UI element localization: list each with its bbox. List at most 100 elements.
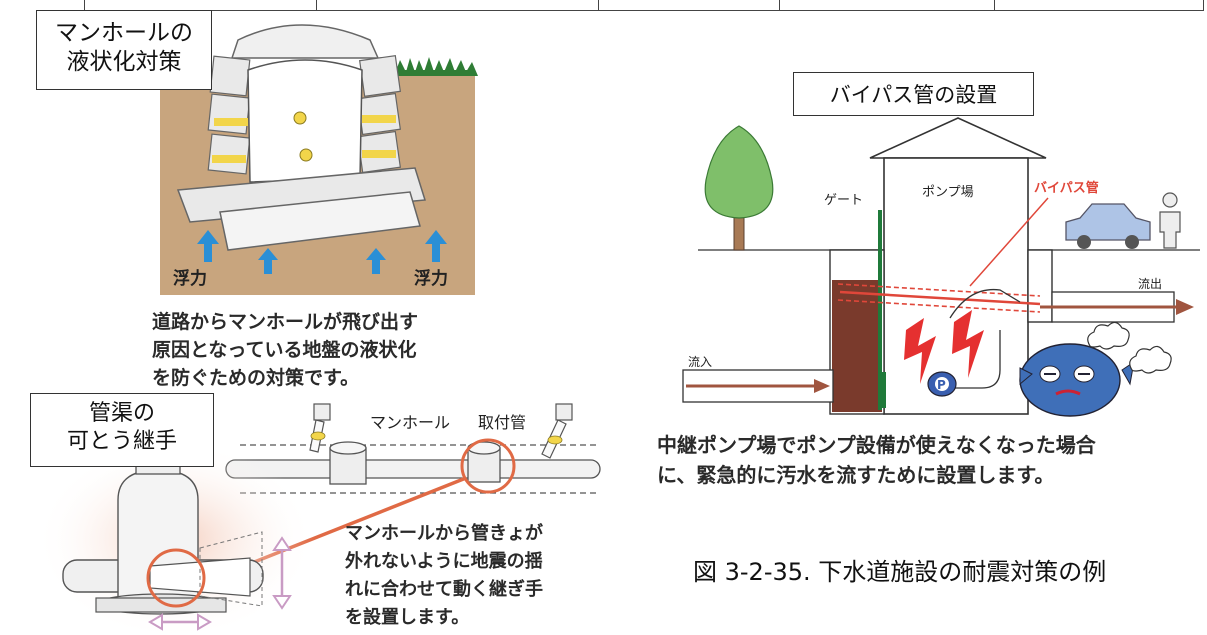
bypass-flow bbox=[839, 290, 1041, 306]
wall-block bbox=[358, 54, 402, 98]
lateral-pipe-right bbox=[541, 403, 573, 459]
yellow-joint bbox=[212, 155, 246, 163]
manhole-label-line2: 液状化対策 bbox=[66, 48, 182, 75]
manhole-desc-line: を防ぐための対策です。 bbox=[152, 367, 360, 389]
up-arrow-icon bbox=[425, 230, 447, 262]
grass-tufts bbox=[394, 57, 478, 76]
car-icon bbox=[1065, 203, 1151, 249]
tree-icon bbox=[704, 125, 774, 251]
arrow-left-icon bbox=[148, 613, 163, 631]
yellow-joint bbox=[362, 115, 396, 123]
manhole-base-slab bbox=[176, 167, 426, 223]
bypass-label-leader bbox=[969, 197, 1049, 287]
joint-label-line1: 管渠の bbox=[88, 401, 155, 426]
manhole-desc-line: 原因となっている地盤の液状化 bbox=[152, 339, 417, 361]
arrow-up-icon bbox=[272, 536, 292, 551]
table-tick bbox=[316, 0, 317, 10]
step-dot bbox=[293, 111, 307, 125]
inlet-box bbox=[555, 403, 573, 421]
manhole-desc-line: 道路からマンホールが飛び出す bbox=[152, 311, 419, 333]
outflow-arrowhead bbox=[1176, 299, 1194, 315]
table-tick bbox=[84, 0, 85, 10]
joint-description: マンホールから管きょが 外れないように地震の揺 れに合わせて動く継ぎ手 を設置し… bbox=[345, 520, 543, 632]
manhole-structure bbox=[176, 24, 426, 251]
outflow-box bbox=[1027, 249, 1053, 323]
gate-lower bbox=[882, 372, 886, 408]
joint-ring bbox=[547, 435, 563, 445]
pump-pipe bbox=[949, 288, 1021, 319]
yellow-joint bbox=[214, 118, 248, 126]
inlet-box bbox=[313, 403, 331, 421]
manhole-right-wall bbox=[357, 54, 402, 174]
main-pipe bbox=[225, 459, 601, 479]
bypass-desc-line: 中継ポンプ場でポンプ設備が使えなくなった場合 bbox=[657, 433, 1096, 457]
buoyancy-arrows bbox=[197, 230, 447, 274]
top-table-border bbox=[84, 0, 1204, 11]
manhole-section-label: マンホールの 液状化対策 bbox=[36, 10, 212, 90]
pump-letter: P bbox=[937, 378, 946, 392]
inflow-arrowhead bbox=[814, 379, 830, 393]
table-tick bbox=[1203, 0, 1204, 10]
arrow-down-icon bbox=[272, 595, 292, 610]
joint-illustration: マンホール 取付管 bbox=[35, 403, 601, 635]
pump-station-label: ポンプ場 bbox=[922, 185, 974, 200]
bypass-desc-line: に、緊急的に汚水を流すために設置します。 bbox=[657, 463, 1055, 487]
figure-caption: 図 3-2-35. 下水道施設の耐震対策の例 bbox=[693, 558, 1107, 586]
step-dot bbox=[299, 148, 313, 162]
manhole-bottom-slab bbox=[219, 191, 421, 251]
highlight-circle bbox=[460, 438, 516, 494]
vertical-motion-arrow bbox=[272, 536, 292, 610]
bypass-section-label: バイパス管の設置 bbox=[793, 72, 1034, 116]
zoomed-manhole bbox=[62, 445, 264, 615]
station-body bbox=[883, 157, 1029, 415]
buoyancy-label-right: 浮力 bbox=[414, 268, 448, 289]
lateral-pipe-left bbox=[309, 403, 331, 453]
horizontal-motion-arrow bbox=[148, 613, 212, 631]
pump-station bbox=[829, 117, 1053, 415]
joint-pipe-label: 取付管 bbox=[478, 413, 526, 432]
up-arrow-icon bbox=[258, 248, 278, 274]
small-manhole bbox=[467, 441, 501, 483]
bypass-illustration: P ゲート ポンプ場 バイパス管 流出 流入 bbox=[682, 117, 1200, 417]
station-roof bbox=[869, 117, 1047, 159]
manhole-label-line1: マンホールの bbox=[55, 20, 193, 46]
joint-swing-outline bbox=[199, 531, 263, 607]
manhole-top bbox=[329, 441, 367, 455]
sigh-cloud-icon bbox=[1087, 321, 1172, 374]
gate bbox=[878, 210, 882, 410]
table-tick bbox=[779, 0, 780, 10]
bypass-pipe-label: バイパス管 bbox=[1034, 180, 1099, 196]
joint-label-line2: 可とう継手 bbox=[66, 428, 177, 454]
bypass-description: 中継ポンプ場でポンプ設備が使えなくなった場合 に、緊急的に汚水を流すために設置し… bbox=[657, 430, 1096, 490]
small-manhole bbox=[329, 441, 367, 485]
outflow-label: 流出 bbox=[1138, 277, 1162, 291]
wall-block bbox=[357, 92, 401, 136]
joint-manhole-label: マンホール bbox=[370, 413, 450, 432]
joint-desc-line: れに合わせて動く継ぎ手 bbox=[345, 579, 543, 600]
buoyancy-label-left: 浮力 bbox=[173, 268, 207, 289]
bypass-label-text: バイパス管の設置 bbox=[829, 83, 998, 107]
bypass-pipe-bottom bbox=[837, 299, 1041, 313]
lightning-icon bbox=[952, 310, 984, 378]
table-tick bbox=[598, 0, 599, 10]
mascot-icon bbox=[1019, 343, 1135, 417]
joint-desc-line: 外れないように地震の揺 bbox=[345, 551, 543, 572]
arrow-right-icon bbox=[197, 613, 212, 631]
pump-icon: P bbox=[927, 371, 957, 397]
joint-desc-line: マンホールから管きょが bbox=[345, 523, 543, 544]
manhole-description: 道路からマンホールが飛び出す 原因となっている地盤の液状化 を防ぐための対策です… bbox=[152, 308, 418, 392]
zoom-highlight-circle bbox=[146, 548, 206, 608]
joint-desc-line: を設置します。 bbox=[345, 607, 470, 628]
joint-section-label: 管渠の 可とう継手 bbox=[30, 393, 214, 467]
yellow-joint bbox=[362, 150, 396, 158]
person-icon bbox=[1159, 192, 1181, 249]
wall-block bbox=[209, 55, 251, 97]
table-tick bbox=[994, 0, 995, 10]
manhole-cap bbox=[230, 24, 380, 59]
manhole-left-wall bbox=[207, 55, 251, 175]
wall-block bbox=[207, 93, 251, 135]
up-arrow-icon bbox=[366, 248, 386, 274]
gate-label: ゲート bbox=[824, 193, 863, 208]
wall-block bbox=[207, 133, 251, 175]
